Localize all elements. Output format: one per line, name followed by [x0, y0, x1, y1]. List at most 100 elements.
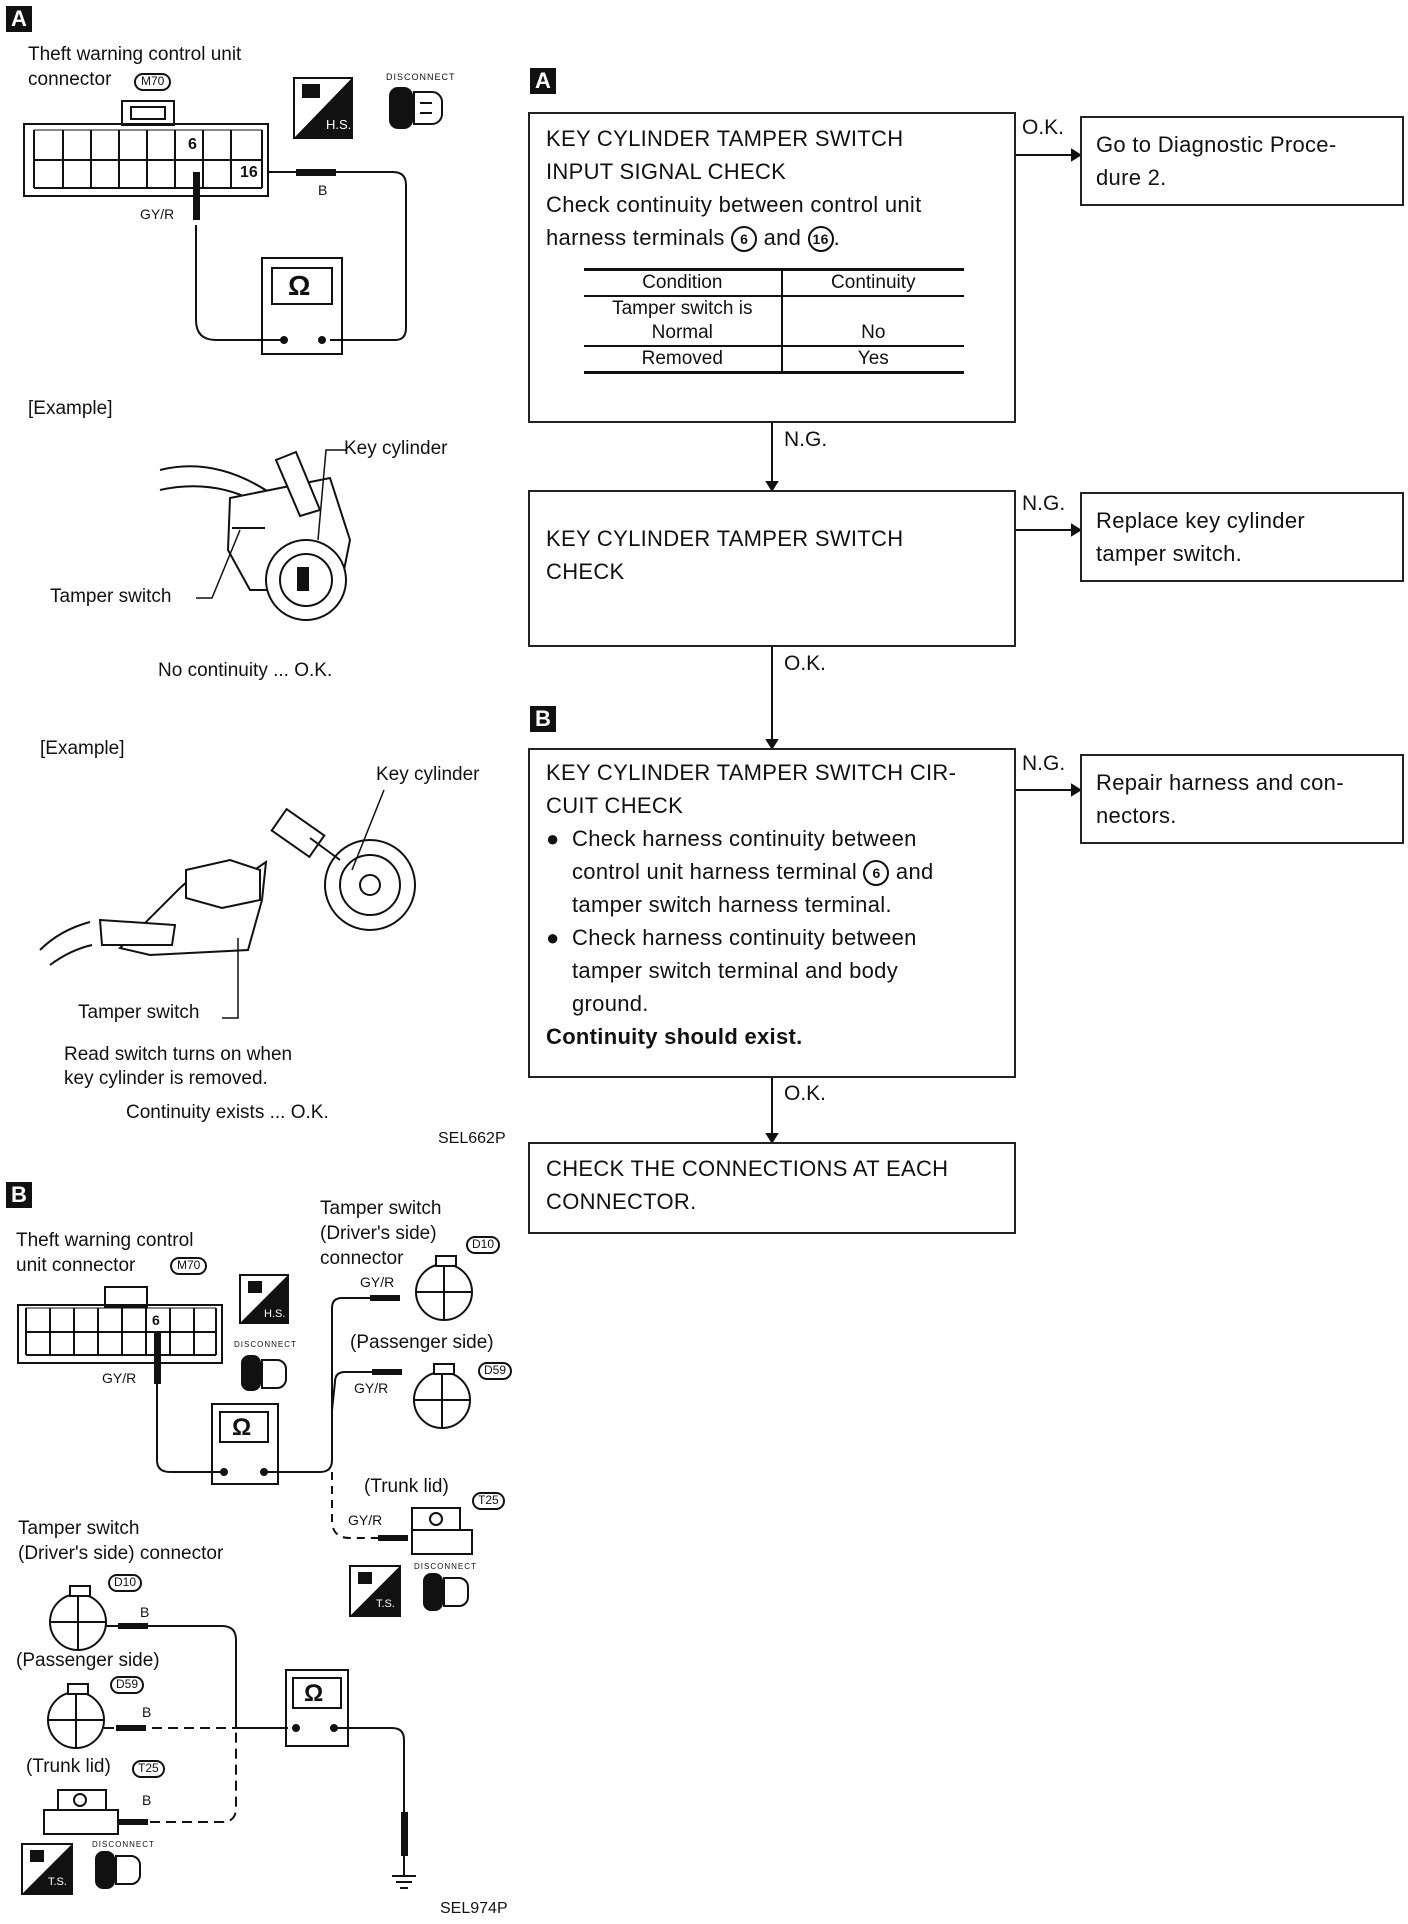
box1-line-3: Check continuity between control unit — [546, 192, 922, 217]
connector-title-b-2: unit connector — [16, 1255, 136, 1276]
b-t25-lower: B — [142, 1792, 152, 1808]
label-ng-2: N.G. — [1022, 492, 1066, 515]
bullet2-line-1: Check harness continuity between — [572, 925, 917, 950]
d10-label: D10 — [466, 1236, 501, 1254]
ohm-label-b: Ω — [232, 1414, 252, 1441]
lower-title-2: (Driver's side) connector — [18, 1543, 224, 1564]
disconnect-label-lower: DISCONNECT — [92, 1840, 155, 1849]
label-ok-1: O.K. — [1022, 116, 1065, 139]
table-cell-r2c0: Removed — [584, 346, 783, 373]
box1-line-2: INPUT SIGNAL CHECK — [546, 159, 787, 184]
ref-code-a: SEL662P — [438, 1130, 506, 1147]
box4-line-1: CHECK THE CONNECTIONS AT EACH — [546, 1156, 949, 1181]
disconnect-label-a: DISCONNECT — [386, 72, 456, 82]
result-1: No continuity ... O.K. — [158, 660, 333, 681]
note-line-1: Read switch turns on when — [64, 1044, 293, 1065]
box1-line-4-pre: harness terminals — [546, 225, 725, 250]
table-cell-r0c1 — [782, 296, 964, 321]
lower-title-1: Tamper switch — [18, 1518, 140, 1539]
ohmmeter-a — [261, 257, 343, 355]
connector-id-m70-b: M70 — [170, 1257, 208, 1275]
d59-label-lower: D59 — [110, 1676, 145, 1694]
flow-tag-a: A — [530, 68, 556, 94]
t25-label: T25 — [472, 1492, 505, 1510]
key-cylinder-label-2: Key cylinder — [376, 764, 480, 785]
bullet-dot-icon: ● — [546, 826, 560, 851]
example-label-1: [Example] — [28, 398, 113, 419]
res2-line-2: tamper switch. — [1096, 541, 1243, 566]
bullet2-line-3: ground. — [572, 991, 649, 1016]
flow-tag-b: B — [530, 706, 556, 732]
bullet-dot-icon: ● — [546, 925, 560, 950]
table-cell-r0c0: Tamper switch is — [584, 296, 783, 321]
flow-box-input-signal-check: KEY CYLINDER TAMPER SWITCH INPUT SIGNAL … — [528, 112, 1016, 423]
res1-line-1: Go to Diagnostic Proce- — [1096, 132, 1337, 157]
connector-m70-b — [17, 1286, 223, 1364]
probe-wiring-a — [195, 171, 407, 341]
ts-conn-line-1: Tamper switch — [320, 1198, 442, 1219]
box3-bold: Continuity should exist. — [546, 1024, 803, 1049]
box1-line-4: harness terminals 6 and 16. — [546, 221, 922, 254]
box1-line-1: KEY CYLINDER TAMPER SWITCH — [546, 126, 904, 151]
tamper-connectors-lower-b — [43, 1585, 119, 1835]
leader-lines-2 — [222, 789, 385, 1019]
disconnect-icon-b-lower — [95, 1851, 141, 1889]
box1-and: and — [763, 225, 802, 250]
tamper-switch-label-1: Tamper switch — [50, 586, 172, 607]
box4-line-2: CONNECTOR. — [546, 1189, 697, 1214]
disconnect-label-b: DISCONNECT — [234, 1340, 297, 1349]
section-b-tag: B — [6, 1182, 32, 1208]
bullet1-line-1: Check harness continuity between — [572, 826, 917, 851]
wire-gy-r-a: GY/R — [140, 206, 175, 222]
note-line-2: key cylinder is removed. — [64, 1068, 268, 1089]
bullet1-line-2: control unit harness terminal 6 and — [572, 855, 934, 888]
label-ok-2: O.K. — [784, 652, 827, 675]
wire-b-a: B — [318, 182, 328, 198]
result-box-replace-switch: Replace key cylinder tamper switch. — [1080, 492, 1404, 582]
result-2: Continuity exists ... O.K. — [126, 1102, 329, 1123]
bullet1-and: and — [895, 859, 934, 884]
terminal-16-circle: 16 — [807, 226, 834, 253]
disconnect-icon-b — [241, 1355, 287, 1391]
ohm-label-a: Ω — [288, 270, 311, 301]
gy-r-t25: GY/R — [348, 1512, 383, 1528]
key-cylinder-illustration-1 — [159, 450, 352, 621]
flow-box-tamper-switch-check: KEY CYLINDER TAMPER SWITCH CHECK — [528, 490, 1016, 647]
disconnect-label-mid: DISCONNECT — [414, 1562, 477, 1571]
flow-arrows — [765, 148, 1082, 1144]
table-header-continuity: Continuity — [831, 272, 916, 293]
key-cylinder-illustration-2 — [39, 807, 416, 966]
t25-label-lower: T25 — [132, 1760, 165, 1778]
result-box-go-procedure-2: Go to Diagnostic Proce- dure 2. — [1080, 116, 1404, 206]
table-cell-r1c0: Normal — [584, 321, 783, 346]
res1-line-2: dure 2. — [1096, 165, 1167, 190]
connector-title-b: Theft warning control — [16, 1230, 194, 1251]
section-a-tag: A — [6, 6, 32, 32]
terminal-6-circle-b: 6 — [863, 860, 890, 887]
ground-wiring-b — [104, 1625, 416, 1889]
wire-gy-r-b: GY/R — [102, 1370, 137, 1386]
pin-6-label-b: 6 — [152, 1312, 160, 1328]
ts-label-mid: T.S. — [376, 1598, 395, 1610]
tamper-switch-label-2: Tamper switch — [78, 1002, 200, 1023]
res3-line-1: Repair harness and con- — [1096, 770, 1344, 795]
pin-6-label: 6 — [188, 136, 197, 153]
gy-r-d59: GY/R — [354, 1380, 389, 1396]
ohmmeter-b — [211, 1403, 279, 1485]
flow-box-check-connections: CHECK THE CONNECTIONS AT EACH CONNECTOR. — [528, 1142, 1016, 1234]
disconnect-icon-a — [389, 87, 443, 129]
flow-box-circuit-check: KEY CYLINDER TAMPER SWITCH CIR- CUIT CHE… — [528, 748, 1016, 1078]
b-d59-lower: B — [142, 1704, 152, 1720]
condition-table: Condition Continuity Tamper switch is No… — [584, 268, 964, 374]
d59-label: D59 — [478, 1362, 513, 1380]
res3-line-2: nectors. — [1096, 803, 1177, 828]
hs-label-b: H.S. — [264, 1308, 286, 1320]
label-ng-1: N.G. — [784, 428, 828, 451]
bullet1-line-3: tamper switch harness terminal. — [572, 892, 892, 917]
box2-line-2: CHECK — [546, 559, 625, 584]
hs-badge-b — [239, 1274, 289, 1324]
leader-lines-1 — [196, 449, 346, 599]
result-box-repair-harness: Repair harness and con- nectors. — [1080, 754, 1404, 844]
box2-line-1: KEY CYLINDER TAMPER SWITCH — [546, 526, 904, 551]
